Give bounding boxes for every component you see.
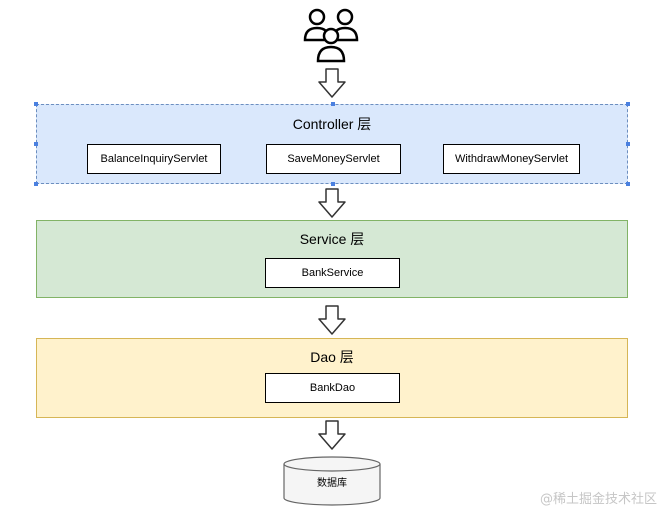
selection-handle[interactable] (331, 102, 335, 106)
bank-service-box[interactable]: BankService (265, 258, 400, 288)
database-label: 数据库 (317, 478, 347, 489)
dao-layer[interactable]: Dao 层 BankDao (36, 338, 628, 418)
controller-layer[interactable]: Controller 层 BalanceInquiryServlet SaveM… (34, 102, 630, 186)
service-layer-title: Service 层 (299, 231, 365, 247)
selection-handle[interactable] (34, 182, 38, 186)
selection-handle[interactable] (626, 182, 630, 186)
selection-handle[interactable] (626, 142, 630, 146)
watermark: @稀土掘金技术社区 (539, 492, 657, 507)
users-icon (303, 8, 359, 63)
withdraw-money-servlet-box[interactable]: WithdrawMoneyServlet (443, 144, 580, 174)
save-money-servlet-box[interactable]: SaveMoneyServlet (266, 144, 401, 174)
selection-handle[interactable] (34, 102, 38, 106)
controller-layer-title: Controller 层 (292, 116, 372, 132)
down-arrow-icon (318, 305, 346, 335)
down-arrow-icon (318, 188, 346, 218)
selection-handle[interactable] (34, 142, 38, 146)
database-cylinder-icon[interactable] (283, 456, 381, 506)
down-arrow-icon (318, 420, 346, 450)
balance-inquiry-servlet-box[interactable]: BalanceInquiryServlet (87, 144, 221, 174)
selection-handle[interactable] (331, 182, 335, 186)
dao-layer-title: Dao 层 (310, 349, 354, 365)
selection-handle[interactable] (626, 102, 630, 106)
bank-dao-box[interactable]: BankDao (265, 373, 400, 403)
down-arrow-icon (318, 68, 346, 98)
service-layer[interactable]: Service 层 BankService (36, 220, 628, 298)
